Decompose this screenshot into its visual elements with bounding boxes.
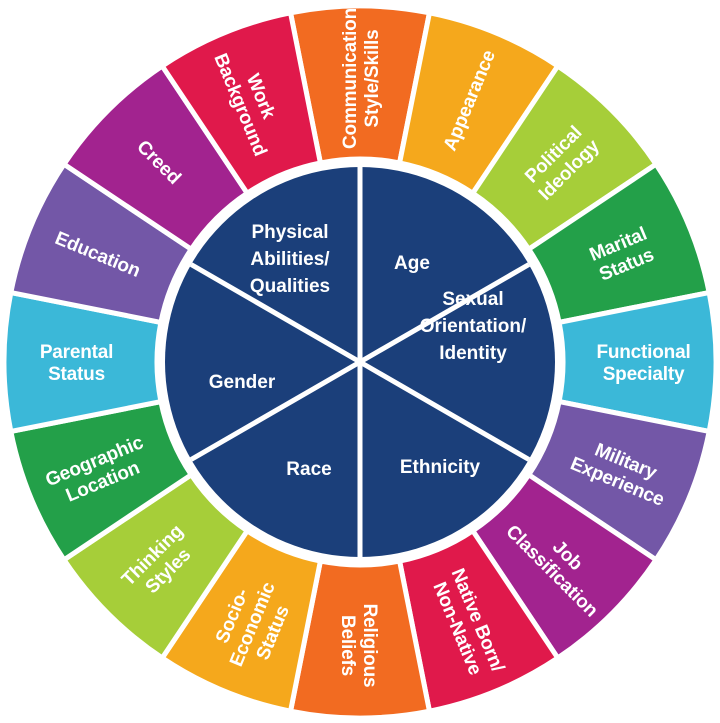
ring-segment-appearance: Appearance (396, 9, 562, 197)
ring-segment-socio-economic-status: Socio-EconomicStatus (158, 527, 324, 715)
segment-shape (158, 9, 324, 197)
core-label-gender: Gender (209, 372, 276, 393)
ring-label: Socio-EconomicStatus (206, 570, 300, 678)
core-label-age: Age (394, 253, 430, 274)
ring-label: CommunicationStyle/Skills (340, 8, 383, 149)
ring-segment-work-background: WorkBackground (158, 9, 324, 197)
ring-segment-geographic-location: GeographicLocation (7, 398, 195, 564)
core-divider (358, 359, 531, 462)
core-divider (358, 262, 531, 365)
core-label-ethnicity: Ethnicity (400, 457, 481, 478)
ring-segment-native-born-non-native: Native Born/Non-Native (396, 527, 562, 715)
ring-label: ReligiousBeliefs (337, 604, 380, 688)
ring-segment-military-experience: MilitaryExperience (525, 398, 713, 564)
core-label-race: Race (286, 459, 331, 480)
core-divider (189, 262, 362, 365)
ring-segment-education: Education (7, 160, 195, 326)
core-divider (189, 359, 362, 462)
ring-segment-marital-status: MaritalStatus (525, 160, 713, 326)
